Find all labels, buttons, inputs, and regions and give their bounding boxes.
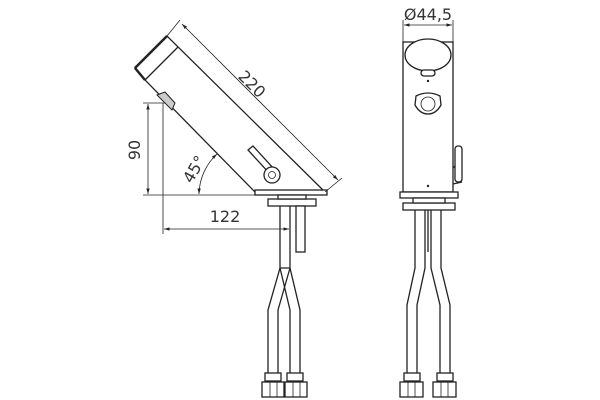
side-view: 220 90 45° 122: [125, 19, 343, 398]
spout-body: [134, 35, 327, 193]
diameter-dimension-label: Ø44,5: [404, 5, 452, 24]
reach-dimension-label: 122: [210, 207, 241, 226]
sensor-window-front: [414, 92, 442, 115]
mounting-plate-front: [402, 202, 456, 211]
height-dimension-label: 90: [125, 140, 144, 160]
mounting-nut: [277, 194, 307, 200]
indicator-slot: [420, 69, 436, 77]
front-view: Ø44,5: [399, 5, 463, 398]
base-plate: [254, 189, 328, 196]
sensor-window: [156, 91, 176, 111]
dimension-45deg: 45°: [179, 152, 218, 195]
lever-front: [452, 145, 463, 185]
faucet-top: [404, 38, 452, 72]
mounting-plate: [267, 198, 317, 207]
dimension-diameter: Ø44,5: [402, 5, 454, 42]
length-dimension-label: 220: [234, 67, 269, 102]
angle-dimension-label: 45°: [179, 152, 210, 186]
base-plate-front: [399, 191, 459, 199]
dimension-122: 122: [162, 103, 289, 234]
supply-hoses-front: [399, 210, 457, 398]
dimension-90: 90: [125, 102, 255, 196]
supply-hoses-side: [261, 205, 308, 398]
